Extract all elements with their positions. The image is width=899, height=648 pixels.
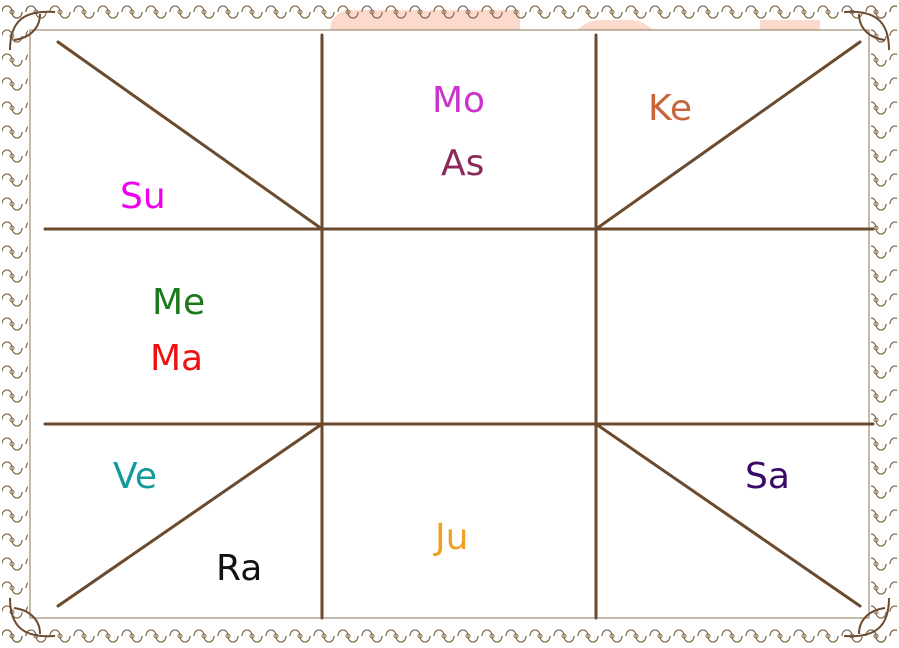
planet-as: As [441, 143, 484, 184]
planet-ju: Ju [433, 517, 468, 558]
planet-ve: Ve [113, 456, 157, 497]
planet-ra: Ra [216, 548, 262, 589]
planet-mo: Mo [432, 80, 485, 121]
planet-ke: Ke [648, 88, 692, 129]
planet-sa: Sa [745, 456, 790, 497]
planet-su: Su [120, 176, 166, 217]
planet-ma: Ma [150, 338, 203, 379]
planet-me: Me [152, 282, 205, 323]
